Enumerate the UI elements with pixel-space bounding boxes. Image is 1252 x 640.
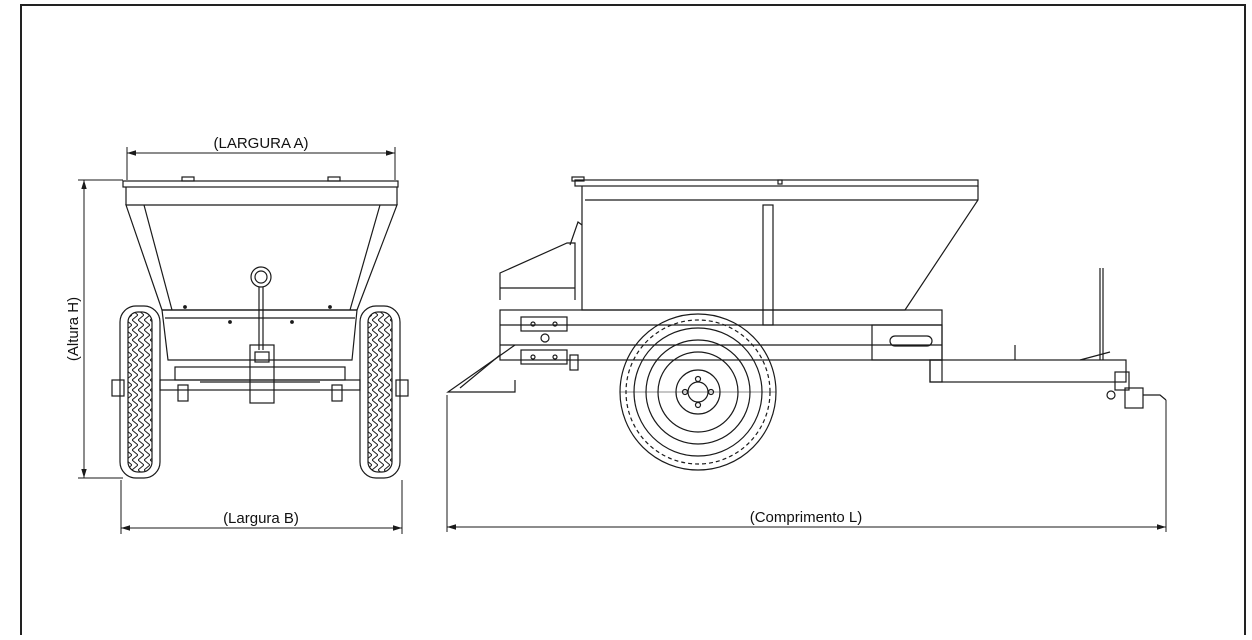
dimension-length-l xyxy=(446,395,1167,532)
dimension-width-a xyxy=(126,147,396,180)
dimension-height-h xyxy=(78,179,123,479)
hopper-lid xyxy=(122,180,399,188)
label-width-a: (LARGURA A) xyxy=(213,135,308,152)
label-width-b: (Largura B) xyxy=(223,510,299,527)
drawing-frame xyxy=(20,4,1246,640)
hopper-base xyxy=(161,309,358,361)
label-length-l: (Comprimento L) xyxy=(750,509,863,526)
front-view xyxy=(111,176,409,479)
hitch-coupler xyxy=(1124,387,1144,409)
hopper-body xyxy=(125,204,398,311)
side-view xyxy=(446,176,1167,471)
hitch-ring xyxy=(250,266,272,288)
side-hopper-lid xyxy=(574,179,979,187)
front-hood xyxy=(499,242,576,300)
tow-block xyxy=(249,344,275,404)
drawbar xyxy=(929,359,1127,383)
label-height-h: (Altura H) xyxy=(65,297,82,361)
side-hopper-body xyxy=(581,186,979,311)
side-post xyxy=(762,204,774,326)
left-wheel xyxy=(119,305,161,479)
right-wheel xyxy=(359,305,401,479)
dimension-width-b xyxy=(120,480,403,534)
